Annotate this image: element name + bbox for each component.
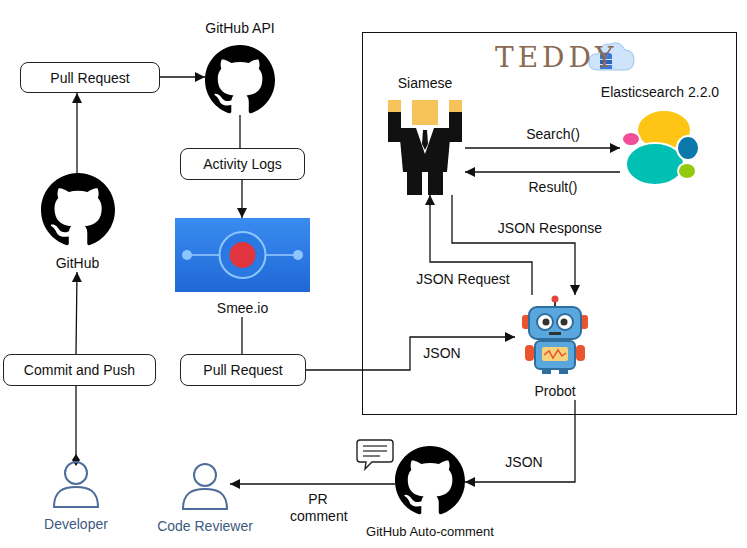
box-label: Activity Logs [203, 156, 282, 172]
icon-node: Probot [505, 295, 605, 400]
node-label: GitHub Auto-comment [366, 523, 494, 540]
icon-node: Smee.io [170, 218, 315, 317]
box-label: Pull Request [203, 362, 282, 378]
box-label: Commit and Push [24, 362, 135, 378]
edge-label: Search() [523, 126, 583, 143]
process-box: Pull Request [20, 62, 160, 93]
node-label: GitHub API [205, 20, 274, 37]
icon-node: GitHub [30, 173, 125, 272]
icon-node: GitHub API [190, 20, 290, 115]
node-label: Siamese [398, 75, 452, 92]
probot-robot [515, 295, 595, 375]
connector [465, 171, 620, 172]
box-label: Pull Request [50, 70, 129, 86]
process-box: Activity Logs [180, 148, 305, 180]
icon-node: GitHub Auto-comment [355, 446, 505, 540]
connector [75, 386, 76, 460]
github-icon [205, 45, 275, 115]
smee-icon [175, 218, 310, 292]
edge-label: Result() [525, 179, 580, 196]
siamese-figure [385, 100, 465, 195]
connector [465, 400, 575, 482]
connector [241, 180, 242, 218]
connector [306, 337, 515, 370]
icon-node: Siamese [380, 75, 470, 195]
logo-text: TEDDY [495, 43, 618, 73]
connector [239, 115, 240, 148]
icon-node: Elasticsearch 2.2.0 [595, 84, 725, 188]
edge-label: PR comment [287, 491, 349, 525]
connector [76, 272, 77, 354]
person-icon [51, 460, 101, 508]
icon-node: Code Reviewer [150, 462, 260, 535]
elasticsearch-logo [620, 108, 700, 188]
node-label: Code Reviewer [157, 518, 253, 535]
icon-node: Developer [26, 460, 126, 533]
edge-label: JSON [502, 454, 545, 471]
github-icon [41, 173, 115, 247]
node-label: GitHub [56, 255, 100, 272]
process-box: Pull Request [180, 354, 306, 386]
node-label: Developer [44, 516, 108, 533]
connector [230, 483, 395, 484]
node-label: Smee.io [217, 300, 268, 317]
edge-label: JSON Request [413, 271, 512, 288]
connector [465, 147, 620, 148]
edge-label: JSON [420, 345, 463, 362]
connector [76, 93, 77, 173]
edge-label: JSON Response [495, 220, 605, 237]
person-icon [180, 462, 230, 510]
connector [160, 76, 205, 77]
github-icon [395, 446, 465, 516]
node-label: Probot [534, 383, 575, 400]
node-label: Elasticsearch 2.2.0 [601, 84, 719, 101]
process-box: Commit and Push [3, 354, 156, 386]
connector [241, 317, 242, 354]
comment-bubble-icon [357, 440, 393, 469]
